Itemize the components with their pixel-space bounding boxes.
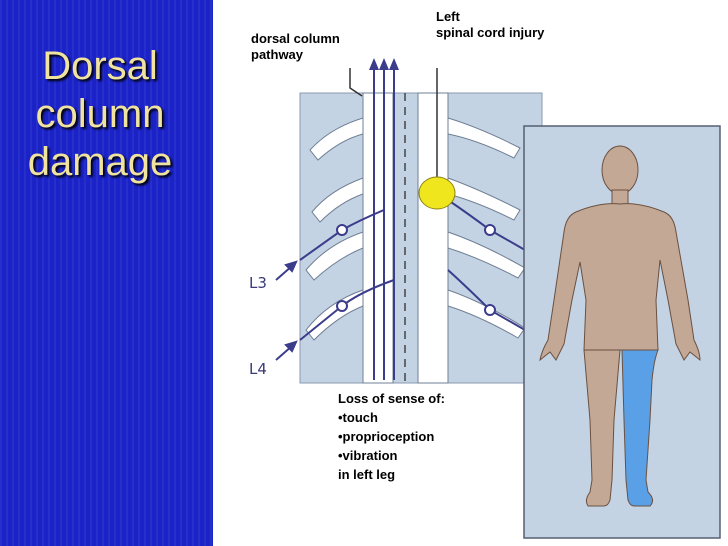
l4-arrowhead-icon <box>284 340 298 353</box>
sensory-loss-item-touch: •touch <box>338 410 378 425</box>
slide-title-line-1: Dorsal <box>42 44 158 88</box>
figure-leg-left-affected <box>621 349 659 507</box>
injury-label-line-2: spinal cord injury <box>436 25 545 40</box>
ganglion-l4 <box>336 300 348 312</box>
nerve-root-left-3 <box>305 231 364 281</box>
figure-neck <box>611 189 629 205</box>
segment-label-l3: L3 <box>249 274 267 292</box>
ganglion-right-2 <box>484 304 496 316</box>
ganglion-right-1 <box>484 224 496 236</box>
cord-column-left <box>362 92 394 384</box>
figure-leg-right <box>583 349 621 507</box>
injury-label-line-1: Left <box>436 9 460 24</box>
ascending-arrow-1-icon <box>369 58 379 70</box>
segment-label-l4: L4 <box>249 360 267 378</box>
lesion-marker <box>418 176 456 210</box>
figure-head <box>601 145 639 195</box>
slide-title: Dorsal column damage <box>0 42 200 186</box>
nerve-root-right-1 <box>447 117 521 159</box>
nerve-root-left-4 <box>305 289 364 341</box>
figure-torso-arms <box>539 203 701 362</box>
slide-title-line-2: column <box>35 92 165 136</box>
ganglion-l3 <box>336 224 348 236</box>
sensory-loss-footer: in left leg <box>338 467 396 482</box>
ascending-arrow-3-icon <box>389 58 399 70</box>
title-sidebar: Dorsal column damage <box>0 0 213 546</box>
sensory-loss-item-vibration: •vibration <box>338 448 398 463</box>
pathway-label-line-1: dorsal column <box>251 31 340 46</box>
sensory-loss-item-proprioception: •proprioception <box>338 429 435 444</box>
pathway-label-line-2: pathway <box>251 47 304 62</box>
nerve-root-left-2 <box>311 177 364 223</box>
l3-arrowhead-icon <box>284 260 298 273</box>
pathway-pointer-line <box>349 68 363 97</box>
pathway-label: dorsal column pathway <box>251 31 340 63</box>
injury-label: Left spinal cord injury <box>436 9 544 41</box>
nerve-root-left-1 <box>309 117 364 161</box>
sensory-loss-heading: Loss of sense of: <box>338 391 445 406</box>
sensory-loss-list: Loss of sense of: •touch •proprioception… <box>338 389 445 484</box>
slide-title-line-3: damage <box>27 140 173 184</box>
nerve-root-right-2 <box>447 177 521 221</box>
ascending-arrow-2-icon <box>379 58 389 70</box>
nerve-root-right-3 <box>447 231 526 279</box>
cord-column-right <box>417 92 449 384</box>
